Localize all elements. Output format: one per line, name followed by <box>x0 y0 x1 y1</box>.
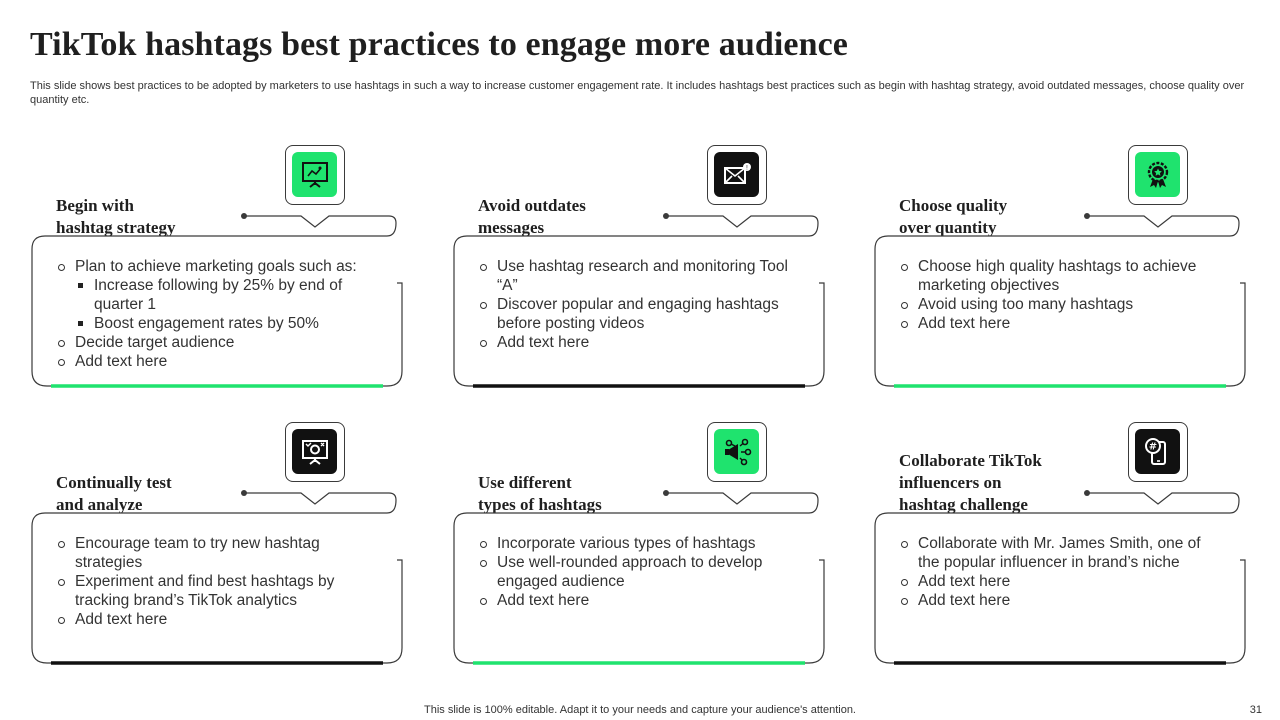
bullet-item: Add text here <box>900 572 1220 591</box>
bullet-item: Discover popular and engaging hashtags b… <box>479 295 799 333</box>
card-heading-line: types of hashtags <box>478 495 602 514</box>
icon-tile <box>1128 145 1188 205</box>
bullet-item: Add text here <box>900 314 1220 333</box>
card-heading: Begin with hashtag strategy <box>56 195 175 239</box>
icon-tile <box>707 422 767 482</box>
analytics-board-icon <box>292 429 337 474</box>
card-heading-line: Begin with <box>56 196 134 215</box>
card-heading-line: hashtag challenge <box>899 495 1028 514</box>
card-heading: Avoid outdates messages <box>478 195 586 239</box>
bullet-item: Use well-rounded approach to develop eng… <box>479 553 799 591</box>
slide-subtitle: This slide shows best practices to be ad… <box>30 80 1245 106</box>
bullet-item: Incorporate various types of hashtags <box>479 534 799 553</box>
presentation-board-icon <box>292 152 337 197</box>
bullet-item: Encourage team to try new hashtag strate… <box>57 534 377 572</box>
bullet-item: Decide target audience <box>57 333 377 352</box>
card-frame <box>31 213 403 388</box>
bullet-text: Plan to achieve marketing goals such as: <box>75 258 357 275</box>
bullet-list: Collaborate with Mr. James Smith, one of… <box>900 534 1220 610</box>
sub-bullet-item: Increase following by 25% by end of quar… <box>75 276 377 314</box>
bullet-item: Add text here <box>900 591 1220 610</box>
card-heading-line: Avoid outdates <box>478 196 586 215</box>
page-number: 31 <box>1249 704 1262 716</box>
phone-hashtag-icon: # <box>1135 429 1180 474</box>
bullet-item: Plan to achieve marketing goals such as:… <box>57 257 377 333</box>
icon-tile <box>285 145 345 205</box>
card-heading: Choose quality over quantity <box>899 195 1007 239</box>
card-frame <box>31 490 403 665</box>
card-frame <box>453 490 825 665</box>
bullet-item: Use hashtag research and monitoring Tool… <box>479 257 799 295</box>
sub-bullet-list: Increase following by 25% by end of quar… <box>75 276 377 333</box>
bullet-item: Collaborate with Mr. James Smith, one of… <box>900 534 1220 572</box>
card-heading-line: messages <box>478 218 545 237</box>
sub-bullet-item: Boost engagement rates by 50% <box>75 314 377 333</box>
bullet-item: Add text here <box>57 352 377 371</box>
practice-card: Begin with hashtag strategy Plan to achie… <box>31 145 403 395</box>
card-heading-line: hashtag strategy <box>56 218 176 237</box>
svg-text:#: # <box>1148 441 1156 452</box>
bullet-list: Use hashtag research and monitoring Tool… <box>479 257 799 352</box>
bullet-item: Add text here <box>479 333 799 352</box>
practice-card: Choose quality over quantity Choose high … <box>874 145 1246 395</box>
card-frame <box>874 213 1246 388</box>
practice-card: Avoid outdates messages ! Use hashtag res… <box>453 145 825 395</box>
card-heading: Collaborate TikTok influencers on hashtag … <box>899 450 1042 516</box>
bullet-item: Add text here <box>57 610 377 629</box>
icon-tile: ! <box>707 145 767 205</box>
megaphone-network-icon <box>714 429 759 474</box>
card-heading-line: Collaborate TikTok <box>899 451 1042 470</box>
icon-tile: # <box>1128 422 1188 482</box>
bullet-item: Experiment and find best hashtags by tra… <box>57 572 377 610</box>
card-heading: Continually test and analyze <box>56 472 172 516</box>
card-heading-line: influencers on <box>899 473 1002 492</box>
badge-star-icon <box>1135 152 1180 197</box>
practice-card: Collaborate TikTok influencers on hashtag … <box>874 422 1246 672</box>
card-heading-line: over quantity <box>899 218 997 237</box>
card-frame <box>453 213 825 388</box>
bullet-item: Add text here <box>479 591 799 610</box>
icon-tile <box>285 422 345 482</box>
bullet-list: Plan to achieve marketing goals such as:… <box>57 257 377 371</box>
svg-text:!: ! <box>746 165 748 171</box>
bullet-list: Choose high quality hashtags to achieve … <box>900 257 1220 333</box>
card-heading-line: and analyze <box>56 495 143 514</box>
practice-card: Use different types of hashtags Incorpora… <box>453 422 825 672</box>
card-heading-line: Choose quality <box>899 196 1008 215</box>
card-heading-line: Use different <box>478 473 572 492</box>
slide-title: TikTok hashtags best practices to engage… <box>30 26 848 63</box>
bullet-list: Encourage team to try new hashtag strate… <box>57 534 377 629</box>
footer-note: This slide is 100% editable. Adapt it to… <box>424 704 856 716</box>
bullet-item: Choose high quality hashtags to achieve … <box>900 257 1220 295</box>
bullet-item: Avoid using too many hashtags <box>900 295 1220 314</box>
envelope-icon: ! <box>714 152 759 197</box>
card-frame <box>874 490 1246 665</box>
card-heading-line: Continually test <box>56 473 172 492</box>
card-heading: Use different types of hashtags <box>478 472 602 516</box>
practice-card: Continually test and analyze Encourage te… <box>31 422 403 672</box>
